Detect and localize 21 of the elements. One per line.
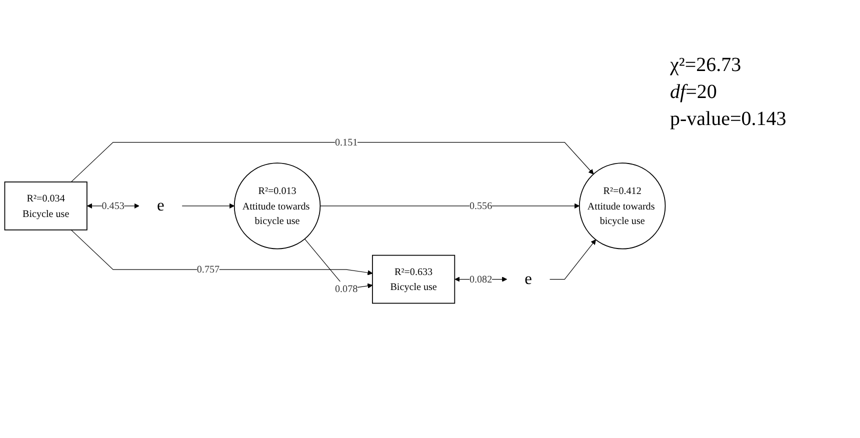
edge-label: 0.151 xyxy=(335,136,358,148)
node-box: R²=0.034 Bicycle use xyxy=(4,182,88,230)
node-text: e xyxy=(524,270,532,288)
edge-label: 0.453 xyxy=(102,200,124,212)
fit-statistic: χ²=26.73 xyxy=(670,54,742,77)
fit-statistic: df=20 xyxy=(670,81,718,104)
fit-statistic: p-value=0.143 xyxy=(670,108,788,131)
arrow xyxy=(70,142,594,182)
node-box: R²=0.633 Bicycle use xyxy=(372,254,456,304)
node-circle: R²=0.013 Attitude towards bicycle use xyxy=(234,162,321,250)
arrow xyxy=(70,230,373,276)
arrow xyxy=(550,239,596,280)
arrow xyxy=(182,203,235,209)
node-circle: R²=0.412 Attitude towards bicycle use xyxy=(578,162,666,250)
edge-label: 0.556 xyxy=(469,200,492,212)
edge-label: 0.082 xyxy=(469,274,492,285)
arrow xyxy=(320,203,580,209)
edge-label: 0.078 xyxy=(335,283,358,294)
arrow xyxy=(304,238,373,290)
node-text: e xyxy=(156,196,164,215)
edge-label: 0.757 xyxy=(196,264,220,276)
